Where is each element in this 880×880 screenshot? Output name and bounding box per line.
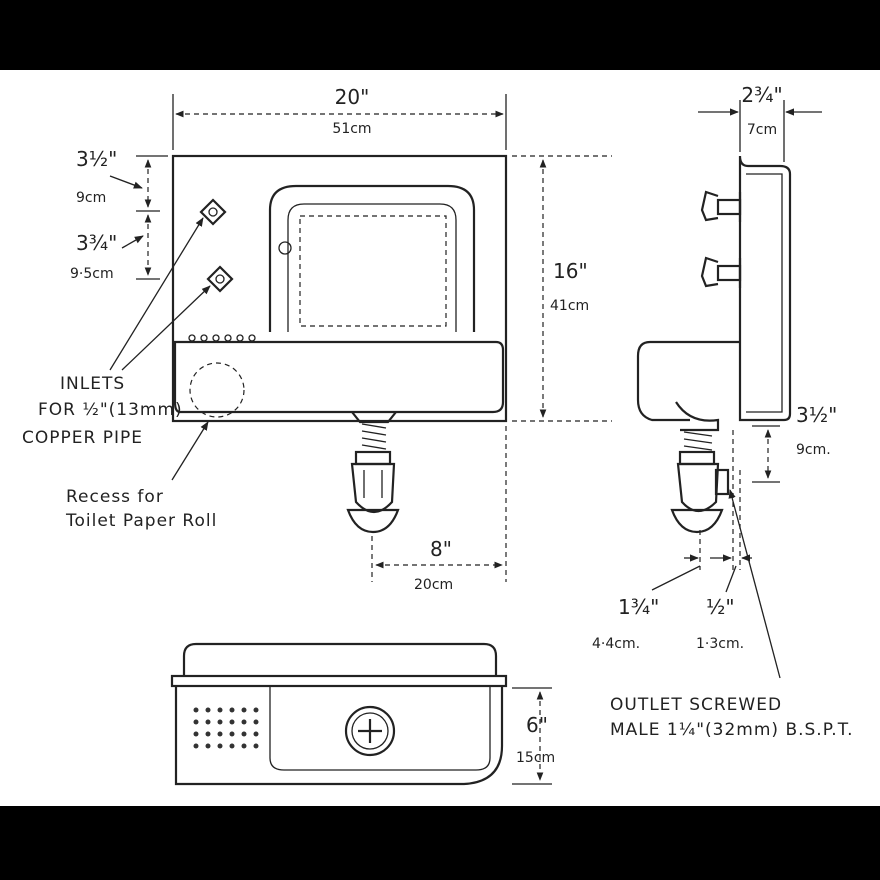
depth-in-label: 2¾" [741,83,782,107]
plan-top-edge [170,674,508,688]
plan-basin-rim [182,642,498,676]
side-tap-lower [700,256,742,288]
back-panel [171,154,508,423]
side-tap-upper [700,190,742,222]
plan-perforations [193,707,259,749]
height-cm-label: 41cm [550,298,589,314]
outlet-cm-label: 20cm [414,577,453,593]
side-waste-trap [670,401,730,534]
side-back-panel [738,155,792,422]
mid-cm-label: 9·5cm [70,266,114,282]
height-in-label: 16" [553,259,588,283]
plan-waste-outlet [344,705,396,757]
plan-recess [269,686,491,771]
plan-in-label: 6" [526,713,548,737]
thread-in-label: ½" [706,595,735,619]
recess-note-line-1: Recess for [66,487,164,507]
waste-trap [346,411,400,534]
inlet-tap-upper [199,198,227,226]
offset-in-label: 1¾" [618,595,659,619]
front-ledge [173,340,505,414]
rivets [188,334,256,342]
outlet-note-line-1: OUTLET SCREWED [610,695,782,715]
outlet-in-label: 8" [430,537,452,561]
plan-body [174,686,504,786]
inlets-note-line-2: FOR ½"(13mm) [38,400,183,420]
drawing-sheet: 20" 51cm 16" 41cm 3½" 9cm 3¾" 9·5cm 8" 2… [0,70,880,806]
inlets-note-line-1: INLETS [60,374,125,394]
drop-cm-label: 9cm. [796,442,831,458]
basin-bowl [268,184,476,332]
paper-roll-recess [189,362,245,418]
width-cm-label: 51cm [332,121,371,137]
basin-depth [299,215,447,327]
top-in-label: 3½" [76,147,117,171]
drop-in-label: 3½" [796,403,837,427]
front-elevation [171,154,508,534]
plan-view [170,642,508,786]
technical-drawing: 20" 51cm 16" 41cm 3½" 9cm 3¾" 9·5cm 8" 2… [22,83,854,786]
width-in-label: 20" [335,85,370,109]
overflow-hole [278,241,292,255]
offset-cm-label: 4·4cm. [592,636,640,652]
basin-inner [287,203,457,332]
plan-cm-label: 15cm [516,750,555,766]
side-ledge [636,340,740,422]
mid-in-label: 3¾" [76,231,117,255]
recess-note-line-2: Toilet Paper Roll [65,511,217,531]
thread-cm-label: 1·3cm. [696,636,744,652]
outlet-note-line-2: MALE 1¼"(32mm) B.S.P.T. [610,720,854,740]
depth-cm-label: 7cm [747,122,777,138]
inlet-tap-lower [206,265,234,293]
side-elevation [636,155,792,570]
top-cm-label: 9cm [76,190,106,206]
inlets-note-line-3: COPPER PIPE [22,428,143,448]
